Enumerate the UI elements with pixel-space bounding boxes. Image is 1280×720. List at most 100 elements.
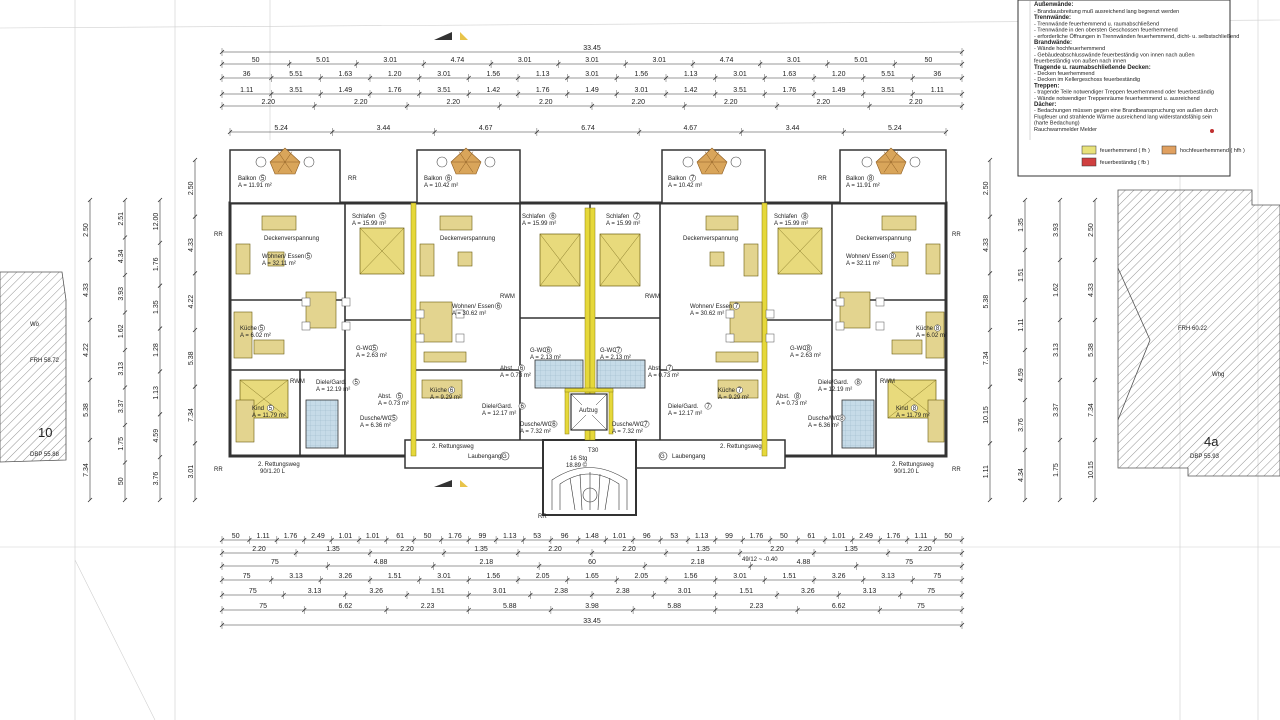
dimension-label: 2.38 [616, 588, 630, 595]
room-label: Kind 8A = 11.79 m² [896, 404, 930, 419]
dimension-label: 5.88 [667, 603, 681, 610]
dimension-label: 1.35 [153, 300, 160, 314]
rr-marker: RR [538, 514, 547, 520]
room-name: Dusche/WC [612, 422, 645, 428]
dimension-label: 36 [243, 71, 251, 78]
rescue-route-label: 2. Rettungsweg [892, 462, 934, 468]
room-number: 5 [355, 380, 359, 386]
legend-line: - Wände hochfeuerhemmend [1034, 46, 1105, 52]
room-label: Schlafen 8A = 15.99 m² [774, 212, 809, 227]
furniture [233, 215, 945, 443]
dimension-label: 1.75 [118, 437, 125, 451]
room-number: 8 [913, 406, 917, 412]
chair-icon [415, 333, 425, 343]
chair-icon [301, 321, 311, 331]
right-plot-number: 4a [1204, 434, 1219, 449]
bed-icon [539, 233, 581, 287]
dimension-label: 2.38 [554, 588, 568, 595]
dimension-label: 1.35 [844, 546, 858, 553]
smoke-detector-label: RWM [880, 379, 895, 385]
room-name: G-WC [600, 348, 617, 354]
dimension-label: 3.44 [786, 125, 800, 132]
room-name: Dusche/WC [360, 416, 393, 422]
dimension-label: 6.62 [832, 603, 846, 610]
chair-icon [835, 321, 845, 331]
room-name: Diele/Gard. [668, 404, 699, 410]
dimension-label: 1.76 [153, 257, 160, 271]
room-area: A = 9.29 m² [430, 395, 461, 401]
dimension-label: 3.13 [1053, 343, 1060, 357]
legend-line: - Decken im Kellergeschoss feuerbeständi… [1034, 77, 1140, 83]
bed-icon [599, 233, 641, 287]
room-area: A = 12.17 m² [668, 411, 702, 417]
dimension-label: 3.26 [369, 588, 383, 595]
dimension-label: 5.88 [503, 603, 517, 610]
room-name: Abst. [648, 366, 662, 372]
dimension-label: 3.13 [308, 588, 322, 595]
room-number: 8 [869, 176, 873, 182]
room-number: 8 [936, 326, 940, 332]
room-name: G-WC [790, 346, 807, 352]
room-number: 6 [552, 422, 556, 428]
dimension-label: 4.88 [797, 559, 811, 566]
dimension-label: 53 [670, 533, 678, 540]
furniture-piece [235, 399, 255, 443]
room-area: A = 0.73 m² [378, 401, 409, 407]
legend-line: Treppen: [1034, 83, 1059, 89]
room-number: 7 [635, 214, 639, 220]
dimension-label: 3.13 [863, 588, 877, 595]
furniture-piece [839, 291, 871, 329]
rr-marker: RR [818, 176, 827, 182]
room-label: G-WC 7A = 2.13 m² [600, 346, 631, 361]
room-name: Diele/Gard. [482, 404, 513, 410]
dimension-label: 2.20 [354, 99, 368, 106]
furniture-piece [419, 243, 435, 277]
dimension-label: 3.26 [339, 573, 353, 580]
room-number: 5 [307, 254, 311, 260]
dimension-label: 1.13 [153, 386, 160, 400]
dimension-label: 3.51 [289, 87, 303, 94]
room-area: A = 32.11 m² [846, 261, 880, 267]
chair-icon [875, 321, 885, 331]
dimension-label: 1.01 [832, 533, 846, 540]
dimension-label: 75 [259, 603, 267, 610]
legend-swatch-label: feuerbeständig ( fb ) [1100, 160, 1149, 166]
room-area: A = 10.42 m² [668, 183, 702, 189]
room-number: 7 [707, 404, 711, 410]
room-number: 5 [373, 346, 377, 352]
dimension-label: 1.35 [326, 546, 340, 553]
stair [551, 467, 628, 511]
room-area: A = 15.99 m² [352, 221, 386, 227]
dimension-label: 1.51 [1018, 268, 1025, 282]
dimension-label: 50 [252, 57, 260, 64]
left-chain-1: 12.001.761.351.281.134.593.76 [153, 197, 163, 503]
room-area: A = 2.63 m² [356, 353, 387, 359]
dimension-label: 6.62 [339, 603, 353, 610]
chair-icon [725, 309, 735, 319]
room-number: 6 [520, 366, 524, 372]
annotations: Deckenverspannung Deckenverspannung Deck… [214, 176, 961, 520]
dimension-label: 1.51 [783, 573, 797, 580]
room-area: A = 32.11 m² [262, 261, 296, 267]
room-number: 5 [260, 326, 264, 332]
right-neighbour-plot: 4a FRH 60.22 Whg DBP 55.93 [1117, 189, 1280, 477]
room-name: Balkon [668, 176, 686, 182]
rescue-route-label: 2. Rettungsweg [258, 462, 300, 468]
room-label: Schlafen 6A = 15.99 m² [522, 212, 557, 227]
dimension-label: 1.13 [695, 533, 709, 540]
dimension-label: 7.34 [188, 408, 195, 422]
dimension-label: 2.23 [421, 603, 435, 610]
dimension-label: 3.01 [383, 57, 397, 64]
parasol-icon [861, 147, 921, 175]
right-chain-1: 1.351.511.114.593.764.34 [1018, 197, 1028, 503]
gallery-marker: G [502, 454, 507, 460]
furniture-piece [927, 399, 945, 443]
chair-icon [301, 297, 311, 307]
dimension-label: 7.34 [1088, 403, 1095, 417]
dimension-label: 4.67 [683, 125, 697, 132]
room-number: 6 [447, 176, 451, 182]
dimension-label: 3.01 [652, 57, 666, 64]
